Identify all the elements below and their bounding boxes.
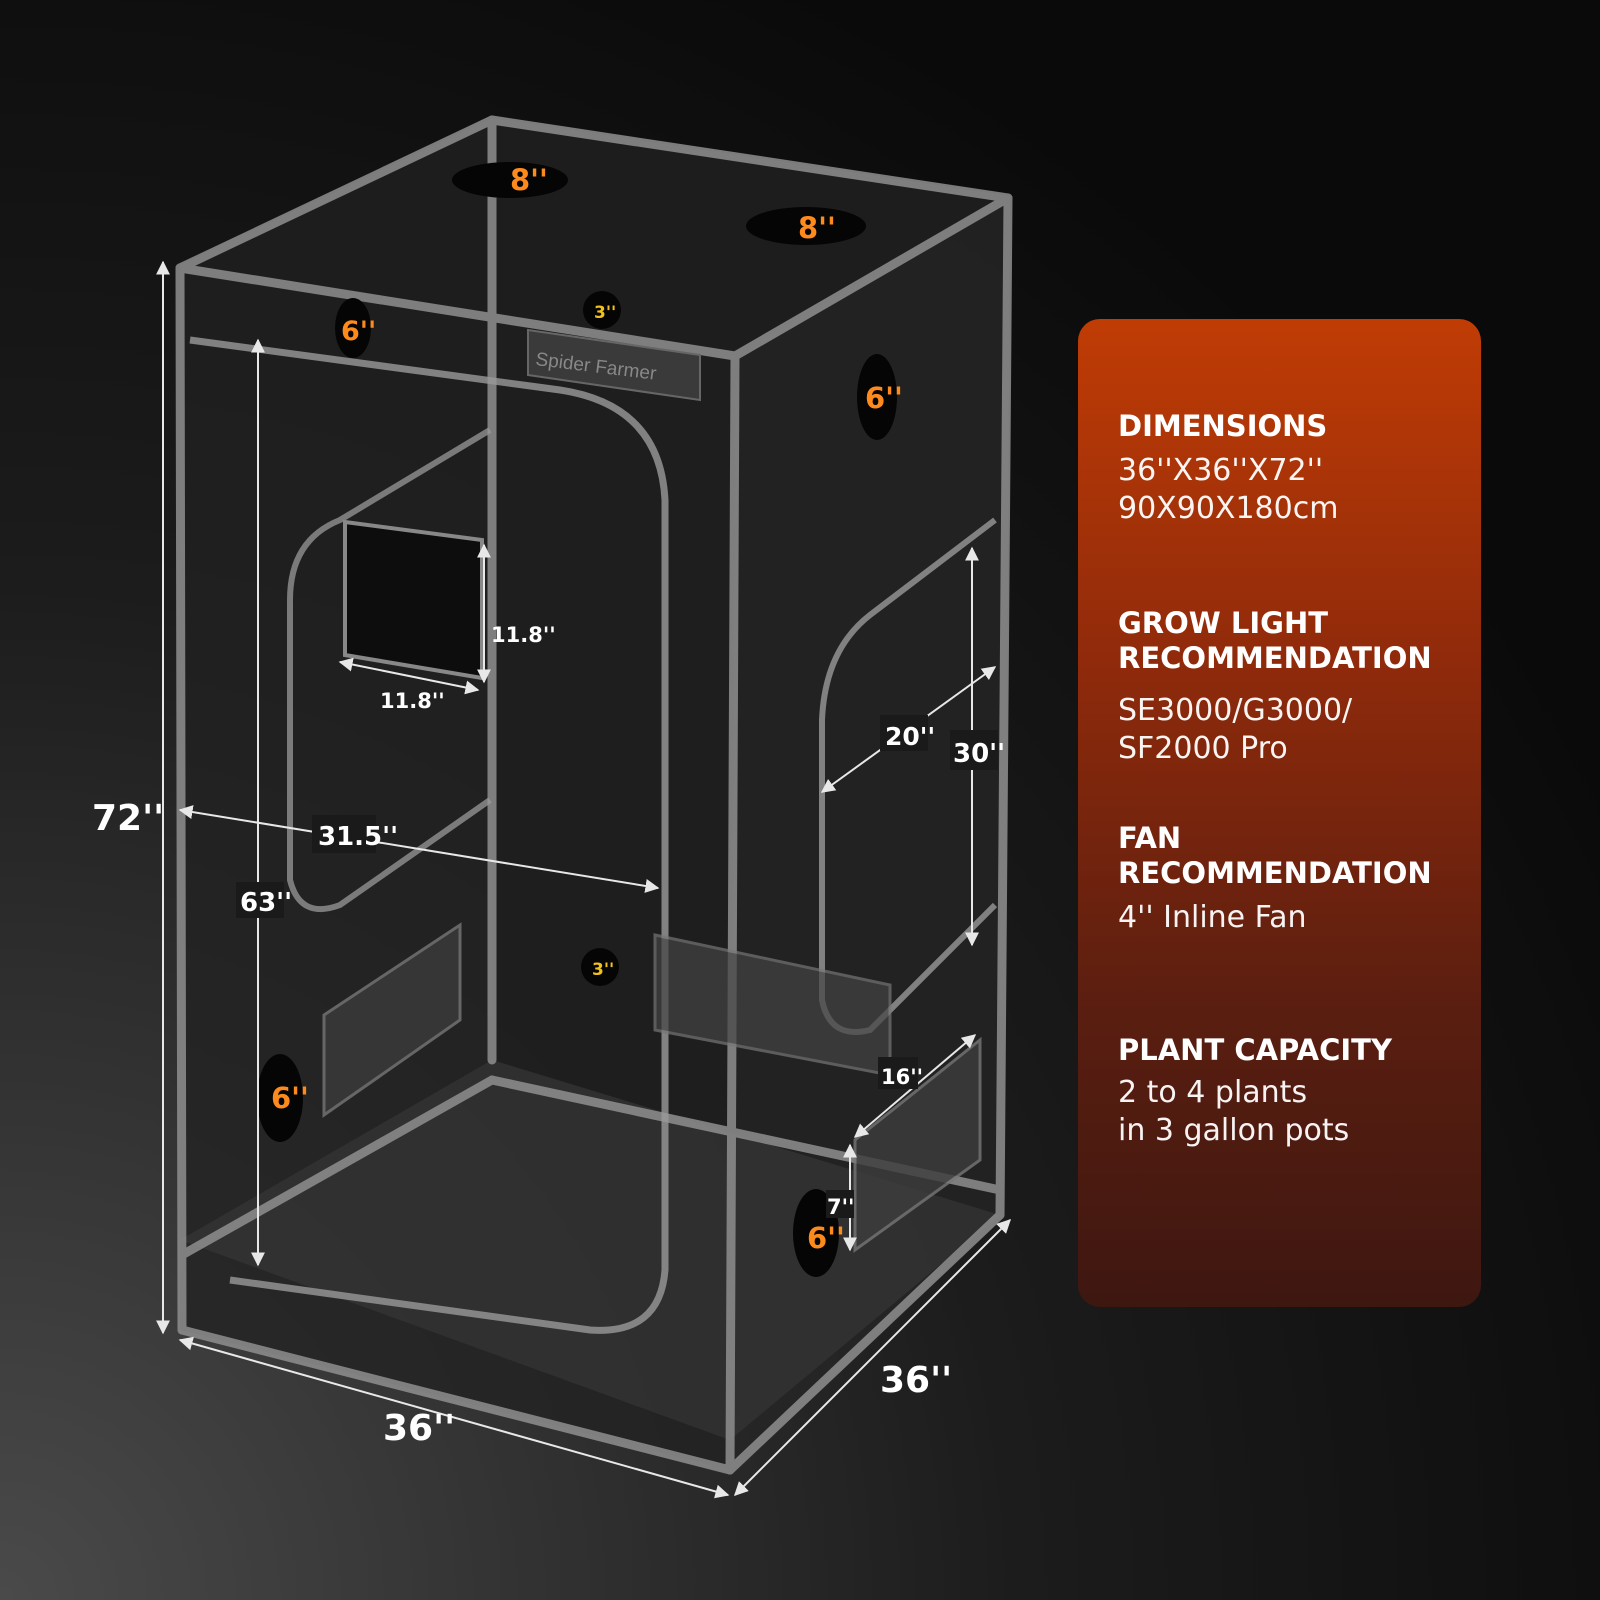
label-side-window-w: 20'' — [885, 722, 935, 751]
front-window-outline — [287, 427, 492, 912]
label-front-window-w: 11.8'' — [380, 689, 445, 713]
label-door-height: 63'' — [240, 888, 292, 918]
spec-title-fan: FAN RECOMMENDATION — [1118, 821, 1432, 890]
small-port-top-hole — [583, 291, 621, 329]
brand-logo-plate — [527, 328, 701, 402]
label-side-vent-w: 16'' — [881, 1065, 923, 1089]
door-zipper — [189, 336, 669, 1334]
label-width-front: 36'' — [383, 1408, 455, 1449]
spec-title-dimensions: DIMENSIONS — [1118, 409, 1328, 443]
front-top-port — [335, 298, 371, 358]
label-front-bottom-port: 6'' — [271, 1081, 309, 1115]
label-side-top-port: 6'' — [865, 381, 903, 415]
spec-value-plant-capacity: 2 to 4 plants in 3 gallon pots — [1118, 1075, 1350, 1148]
label-small-port-top: 3'' — [594, 303, 616, 323]
spec-value-fan: 4'' Inline Fan — [1118, 900, 1307, 935]
top-port-2 — [746, 207, 866, 245]
label-front-window-h: 11.8'' — [491, 623, 556, 647]
front-vent — [322, 922, 462, 1118]
label-height-total: 72'' — [92, 798, 164, 839]
spec-title-grow-light: GROW LIGHT RECOMMENDATION — [1118, 606, 1432, 675]
label-top-port-2: 8'' — [798, 211, 836, 245]
label-side-vent-h: 7'' — [827, 1195, 854, 1219]
spec-value-grow-light: SE3000/G3000/ SF2000 Pro — [1118, 693, 1353, 766]
side-top-port — [857, 354, 897, 440]
spec-value-dimensions: 36''X36''X72'' 90X90X180cm — [1118, 453, 1339, 526]
label-side-bottom-port: 6'' — [807, 1221, 845, 1255]
label-side-window-h: 30'' — [953, 739, 1005, 769]
label-depth-side: 36'' — [880, 1360, 952, 1401]
small-port-back-hole — [581, 948, 619, 986]
label-small-port-back: 3'' — [592, 960, 614, 980]
front-window — [343, 519, 484, 681]
label-front-top-port: 6'' — [341, 316, 376, 347]
label-top-port-1: 8'' — [510, 163, 548, 197]
spec-card: DIMENSIONS 36''X36''X72'' 90X90X180cm GR… — [1078, 319, 1481, 1307]
front-bottom-port — [257, 1054, 303, 1142]
dimension-lines — [156, 260, 1011, 1499]
top-port-1 — [452, 162, 568, 198]
label-door-width: 31.5'' — [318, 822, 398, 852]
label-masks — [236, 715, 998, 1218]
spec-title-plant-capacity: PLANT CAPACITY — [1118, 1033, 1392, 1067]
